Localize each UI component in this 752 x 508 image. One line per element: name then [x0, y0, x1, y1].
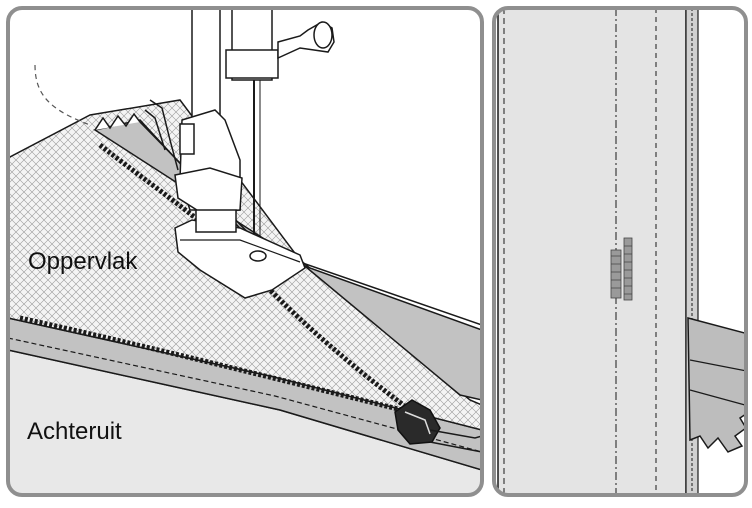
- left-panel-frame: [6, 6, 484, 497]
- presser-foot: [144, 8, 335, 299]
- top-surface-label: Oppervlak: [28, 248, 138, 275]
- zipper-end: [687, 317, 746, 453]
- right-panel: [494, 8, 746, 495]
- zipper-slider: [394, 399, 482, 453]
- reverse-label: Achteruit: [27, 418, 122, 445]
- right-panel-frame: [492, 6, 748, 497]
- zipper-coil: [98, 143, 412, 412]
- left-panel: [8, 8, 482, 495]
- bar-tack: [610, 237, 633, 301]
